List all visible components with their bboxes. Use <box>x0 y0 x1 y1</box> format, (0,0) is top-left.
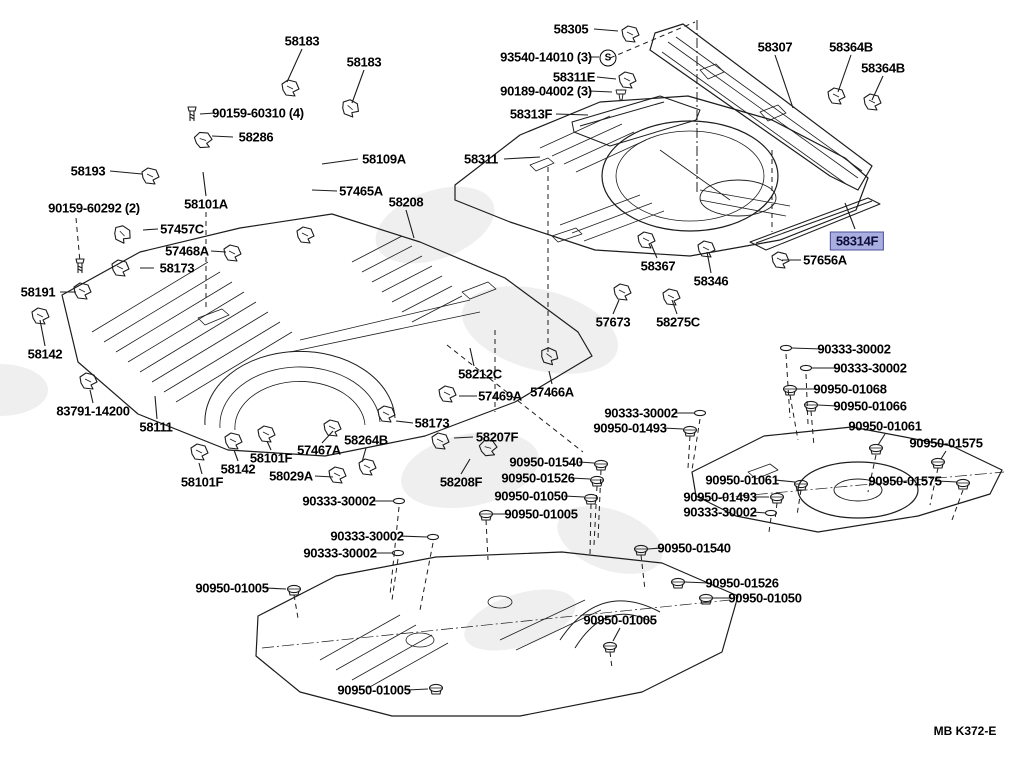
part-label[interactable]: 58286 <box>238 129 274 145</box>
part-label[interactable]: 58142 <box>27 346 63 362</box>
part-label[interactable]: 90333-30002 <box>303 545 377 561</box>
part-label[interactable]: 58311E <box>552 69 596 85</box>
lower-floor-panel-art <box>255 551 739 717</box>
part-label[interactable]: 58191 <box>20 284 56 300</box>
part-label[interactable]: 57465A <box>339 183 383 199</box>
part-label[interactable]: 90950-01540 <box>657 540 731 556</box>
part-label[interactable]: 90189-04002 (3) <box>500 83 592 99</box>
part-label[interactable]: 58208 <box>388 194 424 210</box>
part-label[interactable]: 90950-01575 <box>868 473 942 489</box>
part-label[interactable]: 58029A <box>269 468 313 484</box>
part-label[interactable]: 58212C <box>458 366 502 382</box>
dashed-lines <box>75 20 964 669</box>
part-label[interactable]: 57468A <box>165 243 209 259</box>
part-label[interactable]: 58311 <box>464 151 498 167</box>
part-label[interactable]: 58208F <box>439 474 483 490</box>
part-label[interactable]: 90950-01493 <box>593 420 667 436</box>
part-label[interactable]: 93540-14010 (3) <box>500 49 592 65</box>
strip-58314f-art <box>749 197 881 251</box>
part-label[interactable]: 58264B <box>344 432 388 448</box>
part-label[interactable]: 90950-01005 <box>504 506 578 522</box>
part-label[interactable]: 90950-01061 <box>705 472 779 488</box>
part-label[interactable]: 83791-14200 <box>56 403 130 419</box>
part-label[interactable]: 90333-30002 <box>330 528 404 544</box>
part-label[interactable]: 58305 <box>553 21 589 37</box>
part-label[interactable]: 90950-01061 <box>848 418 922 434</box>
part-label-highlighted[interactable]: 58314F <box>829 231 885 251</box>
part-label[interactable]: 57673 <box>595 314 631 330</box>
part-label[interactable]: 90333-30002 <box>833 360 907 376</box>
part-label[interactable]: 90333-30002 <box>302 493 376 509</box>
part-label[interactable]: 90950-01540 <box>509 454 583 470</box>
part-label[interactable]: 58183 <box>284 33 320 49</box>
part-label[interactable]: 58101F <box>180 474 224 490</box>
part-label[interactable]: 57467A <box>297 442 341 458</box>
part-label[interactable]: 90950-01050 <box>494 488 568 504</box>
part-label[interactable]: 90333-30002 <box>817 341 891 357</box>
part-label[interactable]: 58193 <box>70 163 106 179</box>
part-label[interactable]: 90333-30002 <box>683 504 757 520</box>
part-label[interactable]: 57457C <box>160 221 204 237</box>
diagram-code: MB K372-E <box>933 724 997 738</box>
part-label[interactable]: 58346 <box>693 273 729 289</box>
part-label[interactable]: 58367 <box>640 258 676 274</box>
part-label[interactable]: 58207F <box>475 429 519 445</box>
part-label[interactable]: 90950-01068 <box>813 381 887 397</box>
part-label[interactable]: 90950-01005 <box>337 682 411 698</box>
part-label[interactable]: 90333-30002 <box>604 405 678 421</box>
part-label[interactable]: 58307 <box>757 39 793 55</box>
part-label[interactable]: 90950-01005 <box>583 612 657 628</box>
part-label[interactable]: 57466A <box>530 384 574 400</box>
part-label[interactable]: 90950-01526 <box>705 575 779 591</box>
part-label[interactable]: 58183 <box>346 54 382 70</box>
rear-panel-art <box>649 23 873 191</box>
part-label[interactable]: 58275C <box>656 314 700 330</box>
part-label[interactable]: 90950-01575 <box>909 435 983 451</box>
part-label[interactable]: 90950-01050 <box>728 590 802 606</box>
part-label[interactable]: 58101A <box>184 196 228 212</box>
part-label[interactable]: 57469A <box>478 388 522 404</box>
part-label[interactable]: 58101F <box>249 450 293 466</box>
part-label[interactable]: 58109A <box>362 151 406 167</box>
part-label[interactable]: 90950-01493 <box>683 489 757 505</box>
part-label[interactable]: 90159-60310 (4) <box>212 105 304 121</box>
strip-58313f-art <box>571 95 701 147</box>
part-label[interactable]: 58111 <box>139 419 173 435</box>
part-label[interactable]: 90159-60292 (2) <box>48 200 140 216</box>
part-label[interactable]: 90950-01005 <box>195 580 269 596</box>
s-symbol-icon: S <box>599 49 617 67</box>
part-label[interactable]: 58364B <box>829 39 873 55</box>
leader-lines <box>39 28 958 691</box>
part-label[interactable]: 58173 <box>414 415 450 431</box>
front-floor-pan-art <box>61 213 593 457</box>
part-label[interactable]: 58313F <box>509 106 553 122</box>
part-label[interactable]: 57656A <box>803 252 847 268</box>
part-label[interactable]: 58142 <box>220 461 256 477</box>
part-label[interactable]: 58173 <box>159 260 195 276</box>
part-label[interactable]: 90950-01066 <box>833 398 907 414</box>
part-label[interactable]: 90950-01526 <box>501 470 575 486</box>
small-parts-art <box>31 25 882 484</box>
part-label[interactable]: 58364B <box>861 60 905 76</box>
